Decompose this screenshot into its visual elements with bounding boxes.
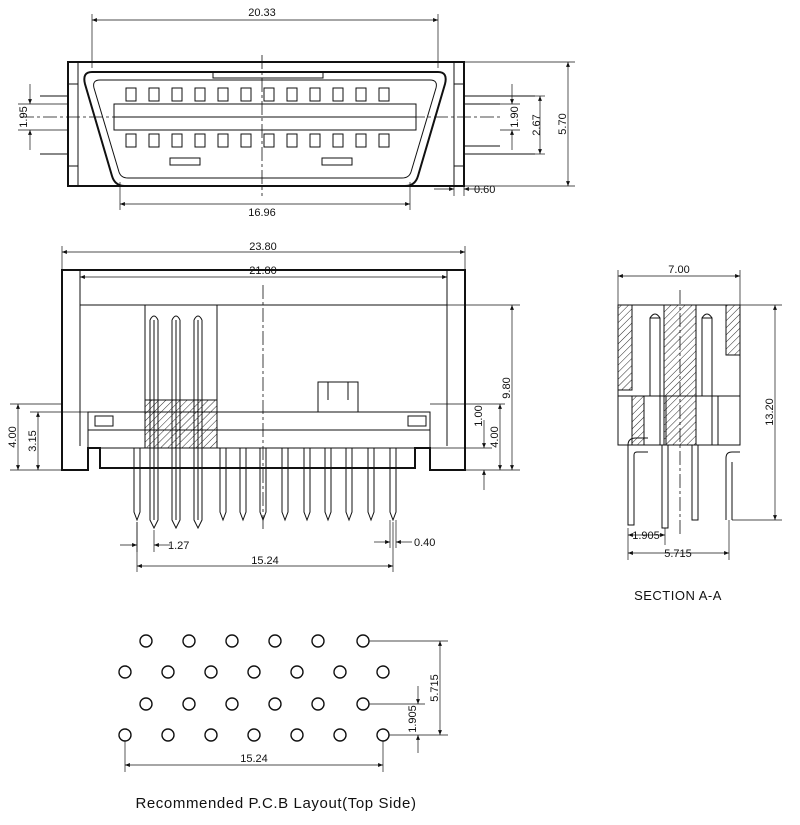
pcb-layout: 5.715 1.905 15.24 Recommended P.C.B Layo… — [118, 634, 448, 812]
dim-1-27: 1.27 — [168, 540, 189, 552]
dim-1-00: 1.00 — [473, 405, 485, 426]
dim-1-905-pcb: 1.905 — [407, 705, 419, 733]
section-caption: SECTION A-A — [634, 588, 722, 603]
dim-5-715-section: 5.715 — [664, 548, 692, 560]
pcb-caption: Recommended P.C.B Layout(Top Side) — [135, 795, 416, 812]
dim-4-00-left: 4.00 — [7, 426, 19, 447]
dim-13-20: 13.20 — [764, 398, 776, 426]
dim-1-90: 1.90 — [509, 106, 521, 127]
side-view: 23.80 21.80 9.80 4.00 3.15 1.00 4.00 — [7, 241, 520, 572]
dim-5-715-pcb: 5.715 — [429, 674, 441, 702]
dim-3-15: 3.15 — [27, 430, 39, 451]
dim-15-24-side: 15.24 — [251, 555, 279, 567]
dim-0-40: 0.40 — [414, 537, 435, 549]
dim-0-60: 0.60 — [474, 184, 495, 196]
bottom-row-contacts — [125, 133, 390, 148]
dim-1-95: 1.95 — [18, 106, 30, 127]
dim-4-00-right: 4.00 — [489, 426, 501, 447]
dim-23-80: 23.80 — [249, 241, 277, 253]
top-row-contacts — [125, 87, 390, 102]
side-contacts — [149, 315, 203, 530]
side-pins — [133, 448, 397, 522]
dim-21-80: 21.80 — [249, 265, 277, 277]
dim-16-96: 16.96 — [248, 207, 276, 219]
dim-9-80: 9.80 — [501, 377, 513, 398]
dim-7-00: 7.00 — [668, 264, 689, 276]
front-view: 20.33 16.96 1.95 1.90 2.67 5.70 0.6 — [18, 7, 575, 219]
section-view: 7.00 13.20 1.905 5.715 SECTION A-A — [617, 264, 782, 603]
dim-5-70: 5.70 — [557, 113, 569, 134]
dim-2-67: 2.67 — [531, 114, 543, 135]
dim-20-33: 20.33 — [248, 7, 276, 19]
dim-1-905-section: 1.905 — [632, 530, 660, 542]
dim-15-24-pcb: 15.24 — [240, 753, 268, 765]
